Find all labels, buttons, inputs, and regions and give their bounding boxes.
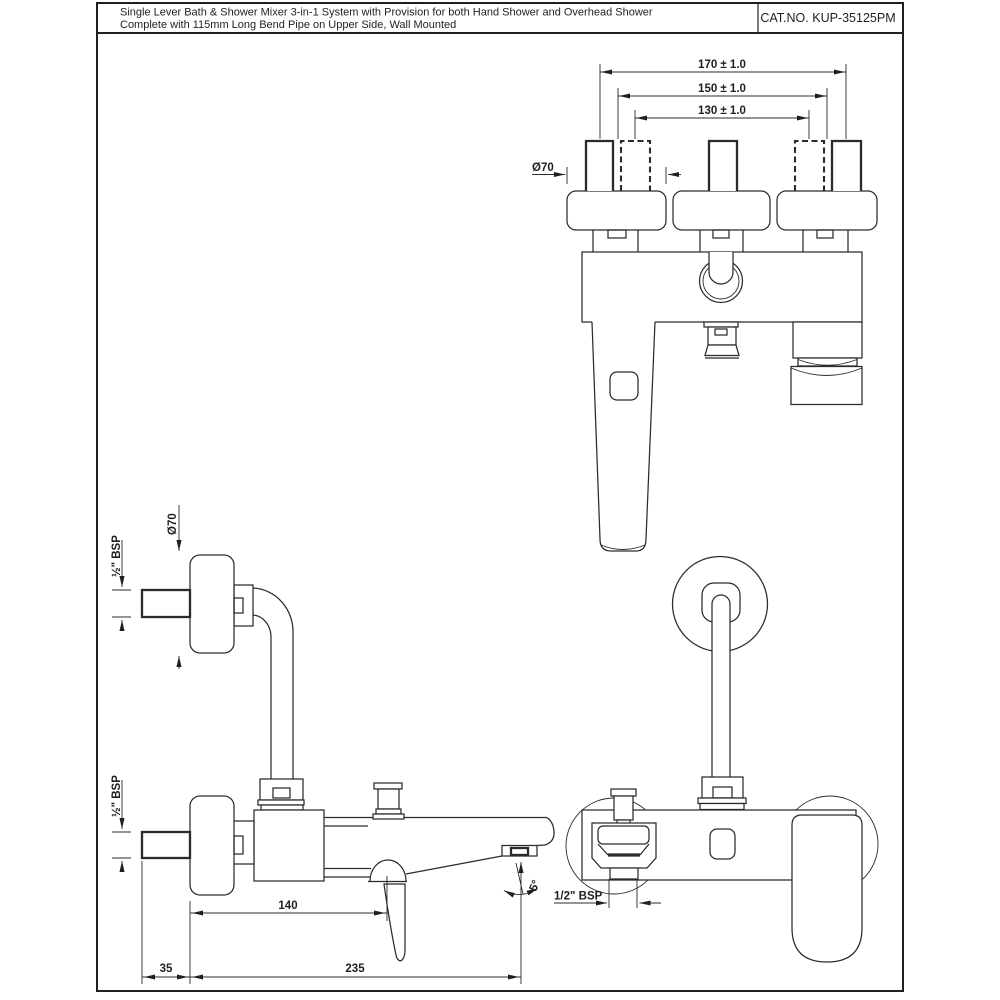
front-outlet-dim: 1/2" BSP bbox=[554, 879, 661, 908]
plan-extension-lines bbox=[566, 64, 847, 184]
lower-side-dims: ½" BSP 140 35 235 5° bbox=[111, 775, 543, 984]
bend-pipe-socket bbox=[708, 252, 734, 285]
description-line1: Single Lever Bath & Shower Mixer 3-in-1 … bbox=[120, 7, 653, 19]
spout-side bbox=[324, 816, 555, 962]
lower-flange bbox=[189, 795, 235, 896]
side-view: Ø70 ½" BSP bbox=[111, 505, 555, 984]
handshower-holder-plan bbox=[790, 321, 863, 406]
spout-plan bbox=[591, 321, 656, 552]
flange-stubs-plan bbox=[592, 229, 849, 252]
dim-bsp-top-label: ½" BSP bbox=[111, 535, 123, 577]
plan-dimension-lines bbox=[532, 69, 846, 178]
pipe-solid-right bbox=[830, 139, 863, 191]
pipe-to-body-connector-side bbox=[257, 778, 305, 811]
dim-dia70-side-label: Ø70 bbox=[167, 513, 179, 535]
body-button-front bbox=[709, 828, 736, 860]
sheet-frame bbox=[96, 2, 904, 992]
upper-flange-front bbox=[671, 555, 769, 811]
upper-flange-side bbox=[140, 554, 254, 654]
pipe-dashed-right bbox=[793, 139, 826, 191]
pipe-solid-center bbox=[707, 139, 739, 191]
spout-button bbox=[609, 371, 639, 401]
dim-5deg-label: 5° bbox=[528, 878, 543, 893]
border-rect bbox=[96, 2, 904, 992]
dim-bsp-outlet-label: 1/2" BSP bbox=[554, 891, 603, 903]
inlet-pipes-plan bbox=[584, 139, 863, 191]
lever-dome bbox=[369, 859, 407, 882]
lower-body-side bbox=[140, 782, 405, 896]
dim-140-label: 140 bbox=[278, 900, 297, 912]
outlet-stub bbox=[609, 867, 639, 880]
handshower-holder-front bbox=[591, 822, 657, 880]
diverter-body bbox=[377, 788, 400, 810]
upper-inlet-stub bbox=[140, 588, 192, 619]
dim-170-label: 170 ± 1.0 bbox=[698, 59, 746, 71]
front-view: 1/2" BSP bbox=[554, 555, 879, 963]
handshower-outlet-plan bbox=[703, 321, 740, 359]
dim-130-label: 130 ± 1.0 bbox=[698, 105, 746, 117]
pipe-solid-left bbox=[584, 139, 615, 191]
upper-flange bbox=[189, 554, 235, 654]
lever-handle-side bbox=[383, 883, 406, 962]
upper-side-dims: Ø70 ½" BSP bbox=[111, 505, 182, 669]
plan-view: 170 ± 1.0 150 ± 1.0 130 ± 1.0 Ø70 bbox=[532, 59, 878, 552]
mixer-body-plan bbox=[581, 251, 863, 323]
lever-handle-front bbox=[791, 814, 863, 963]
catalog-number: CAT.NO. KUP-35125PM bbox=[760, 11, 895, 25]
cartridge-body bbox=[253, 809, 325, 882]
diverter-front bbox=[610, 788, 637, 827]
dim-35-label: 35 bbox=[160, 963, 173, 975]
lower-inlet-stub bbox=[140, 830, 192, 860]
dim-dia70-plan-label: Ø70 bbox=[532, 162, 554, 174]
diverter-cap bbox=[373, 782, 403, 790]
dim-150-label: 150 ± 1.0 bbox=[698, 83, 746, 95]
dim-235-label: 235 bbox=[345, 963, 365, 975]
dim-bsp-bottom-label: ½" BSP bbox=[111, 775, 123, 817]
wall-flanges-plan bbox=[566, 190, 878, 231]
title-block: Single Lever Bath & Shower Mixer 3-in-1 … bbox=[120, 7, 896, 32]
bend-pipe-front bbox=[711, 594, 731, 777]
aerator-insert bbox=[509, 846, 530, 857]
bend-pipe-side bbox=[252, 587, 294, 779]
description-line2: Complete with 115mm Long Bend Pipe on Up… bbox=[120, 19, 456, 31]
pipe-dashed-left bbox=[619, 139, 652, 191]
